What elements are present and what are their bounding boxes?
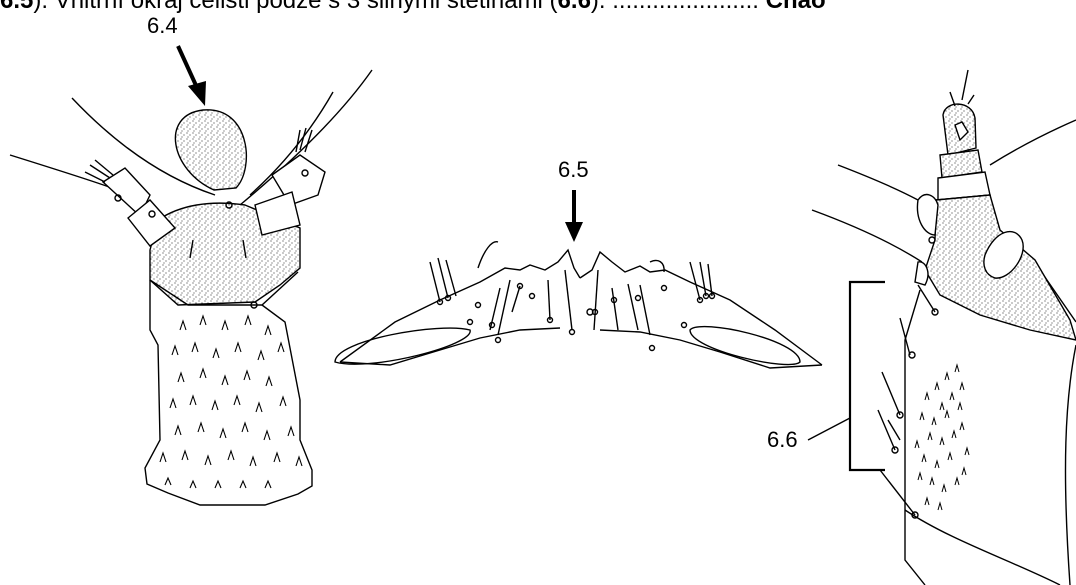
mandible-right-lobe [690, 327, 800, 365]
curved-seta [478, 242, 498, 268]
setae-6-5-left [430, 258, 575, 343]
lower-body [145, 280, 312, 505]
antenna-base [917, 195, 938, 235]
antenna-right [255, 128, 325, 235]
setae-6-5-right [587, 262, 715, 351]
mandible-left-lower [340, 328, 560, 365]
spines-6-6 [915, 365, 969, 510]
lower-body-bottom [905, 510, 1060, 585]
mandible-left-lobe [335, 328, 470, 364]
lower-body-right [1065, 345, 1076, 585]
figure-6-5 [335, 190, 822, 368]
spines-6-4 [160, 316, 302, 488]
figure-6-6 [808, 70, 1076, 585]
mandible-left-edge [340, 250, 580, 362]
arrow-6-5 [565, 190, 583, 242]
long-seta [10, 155, 112, 188]
bracket-6-6 [850, 282, 885, 470]
leader-6-6 [808, 418, 850, 440]
bulb-structure [175, 110, 246, 190]
figure-6-4 [10, 46, 372, 505]
antenna-left [85, 160, 175, 246]
arrow-6-4 [178, 46, 206, 106]
setae-6-6 [878, 285, 938, 518]
lower-body-left [905, 290, 925, 585]
